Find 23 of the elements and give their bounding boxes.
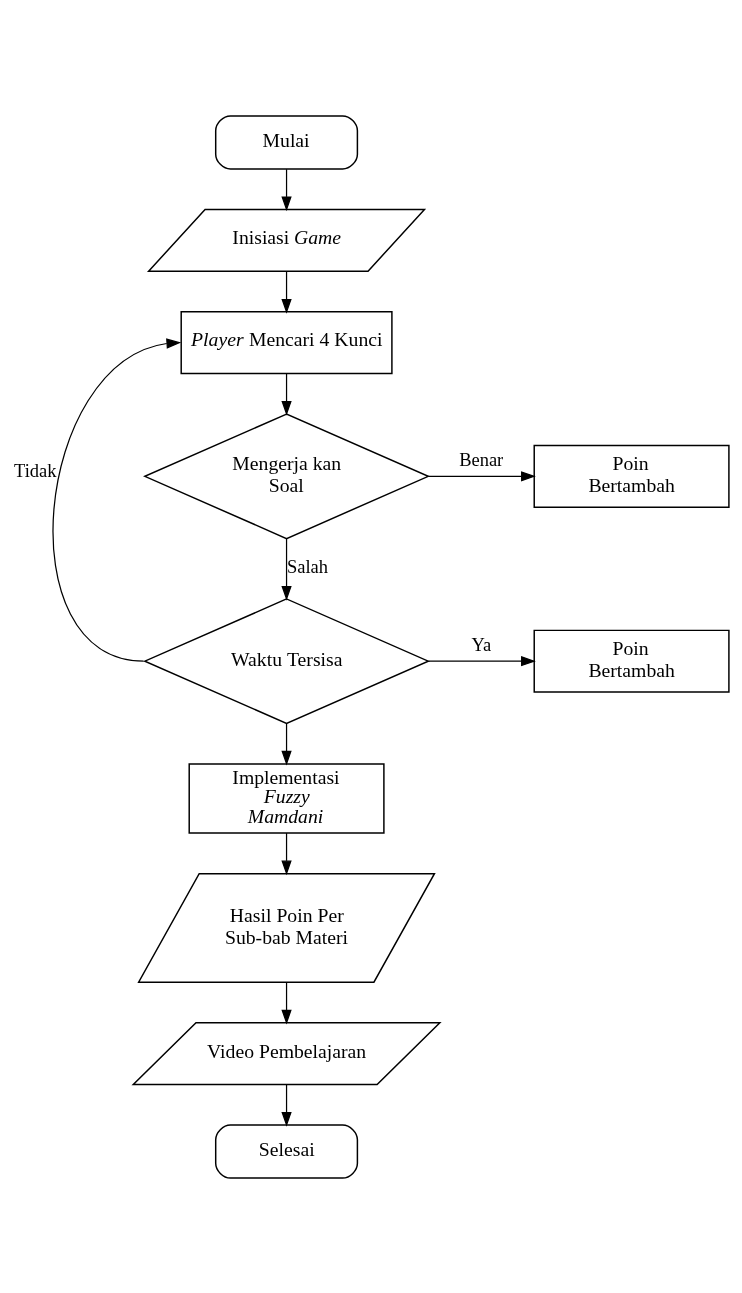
arrow	[281, 270, 292, 314]
node-diamond: Waktu Tersisa	[143, 597, 431, 724]
arrow	[281, 722, 292, 766]
arrow	[52, 337, 182, 662]
node-box: Mulai	[214, 114, 359, 170]
node-box: Poin Bertambah	[533, 444, 730, 508]
node-box: Implementasi Fuzzy Mamdani	[188, 762, 385, 834]
arrow	[427, 470, 536, 482]
node-box: Selesai	[214, 1123, 359, 1179]
arrow	[281, 372, 292, 416]
node-box: Poin Bertambah	[533, 629, 730, 693]
edge-label: Benar	[459, 449, 504, 470]
arrow	[281, 1083, 292, 1127]
arrow	[281, 168, 292, 211]
arrow	[427, 655, 536, 666]
arrow	[281, 832, 292, 875]
node-box: Player Mencari 4 Kunci	[180, 310, 393, 374]
edge-label: Tidak	[14, 460, 57, 481]
edge-label: Ya	[471, 634, 492, 655]
arrow	[281, 537, 292, 601]
arrow	[281, 981, 292, 1025]
edge-label: Salah	[286, 556, 329, 577]
node-diamond: Mengerja kan Soal	[143, 412, 431, 539]
